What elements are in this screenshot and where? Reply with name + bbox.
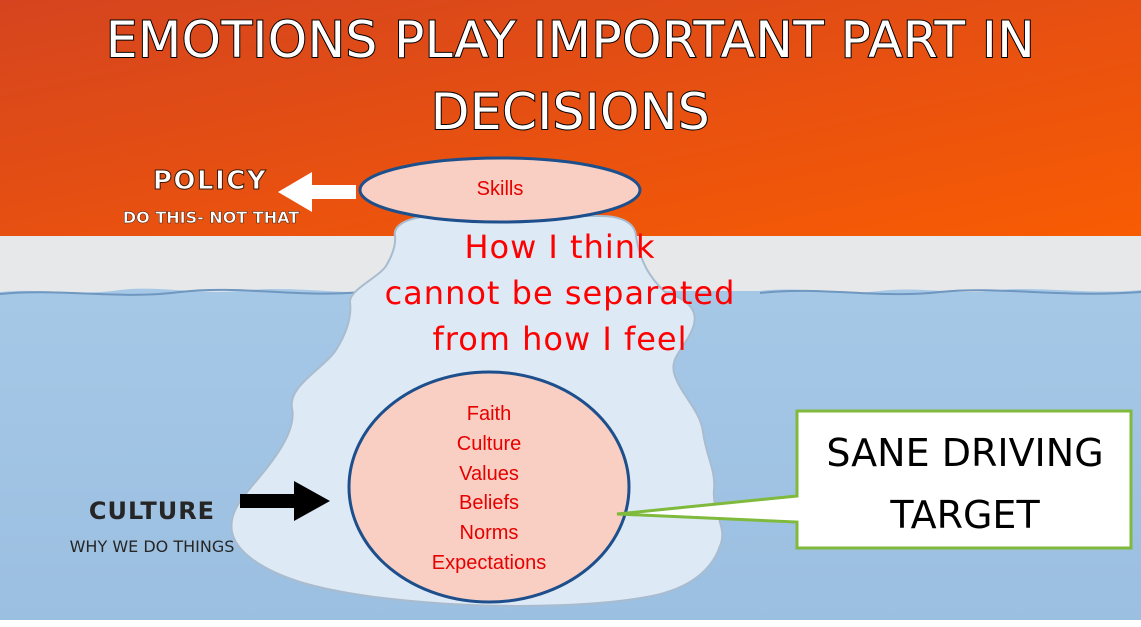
culture-subheading: WHY WE DO THINGS <box>69 537 235 556</box>
policy-heading: POLICY <box>152 166 268 197</box>
skills-label: Skills <box>476 178 524 200</box>
values-list: Faith Culture Values Beliefs Norms Expec… <box>389 400 589 579</box>
values-item-culture: Culture <box>456 432 522 455</box>
callout-line-1: SANE DRIVING <box>826 431 1104 475</box>
policy-subheading: DO THIS- NOT THAT <box>122 208 300 228</box>
values-item-expectations: Expectations <box>431 551 547 574</box>
policy-arrow <box>278 172 356 212</box>
values-oval <box>347 370 631 604</box>
values-item-norms: Norms <box>459 522 519 545</box>
title-line-1: EMOTIONS PLAY IMPORTANT PART IN <box>105 10 1036 70</box>
values-item-faith: Faith <box>466 403 512 425</box>
message-line-1: How I think <box>464 228 656 266</box>
callout-line-2: TARGET <box>890 493 1040 537</box>
message-line-2: cannot be separated <box>384 274 736 312</box>
skills-oval <box>358 156 642 224</box>
title-line-2: DECISIONS <box>430 82 711 142</box>
water-surface-line <box>0 288 1141 296</box>
values-item-values: Values <box>459 462 519 485</box>
values-item-beliefs: Beliefs <box>458 492 520 515</box>
callout-box <box>616 409 1133 550</box>
culture-heading: CULTURE <box>88 497 216 525</box>
culture-arrow <box>240 481 330 521</box>
message-line-3: from how I feel <box>432 320 688 358</box>
